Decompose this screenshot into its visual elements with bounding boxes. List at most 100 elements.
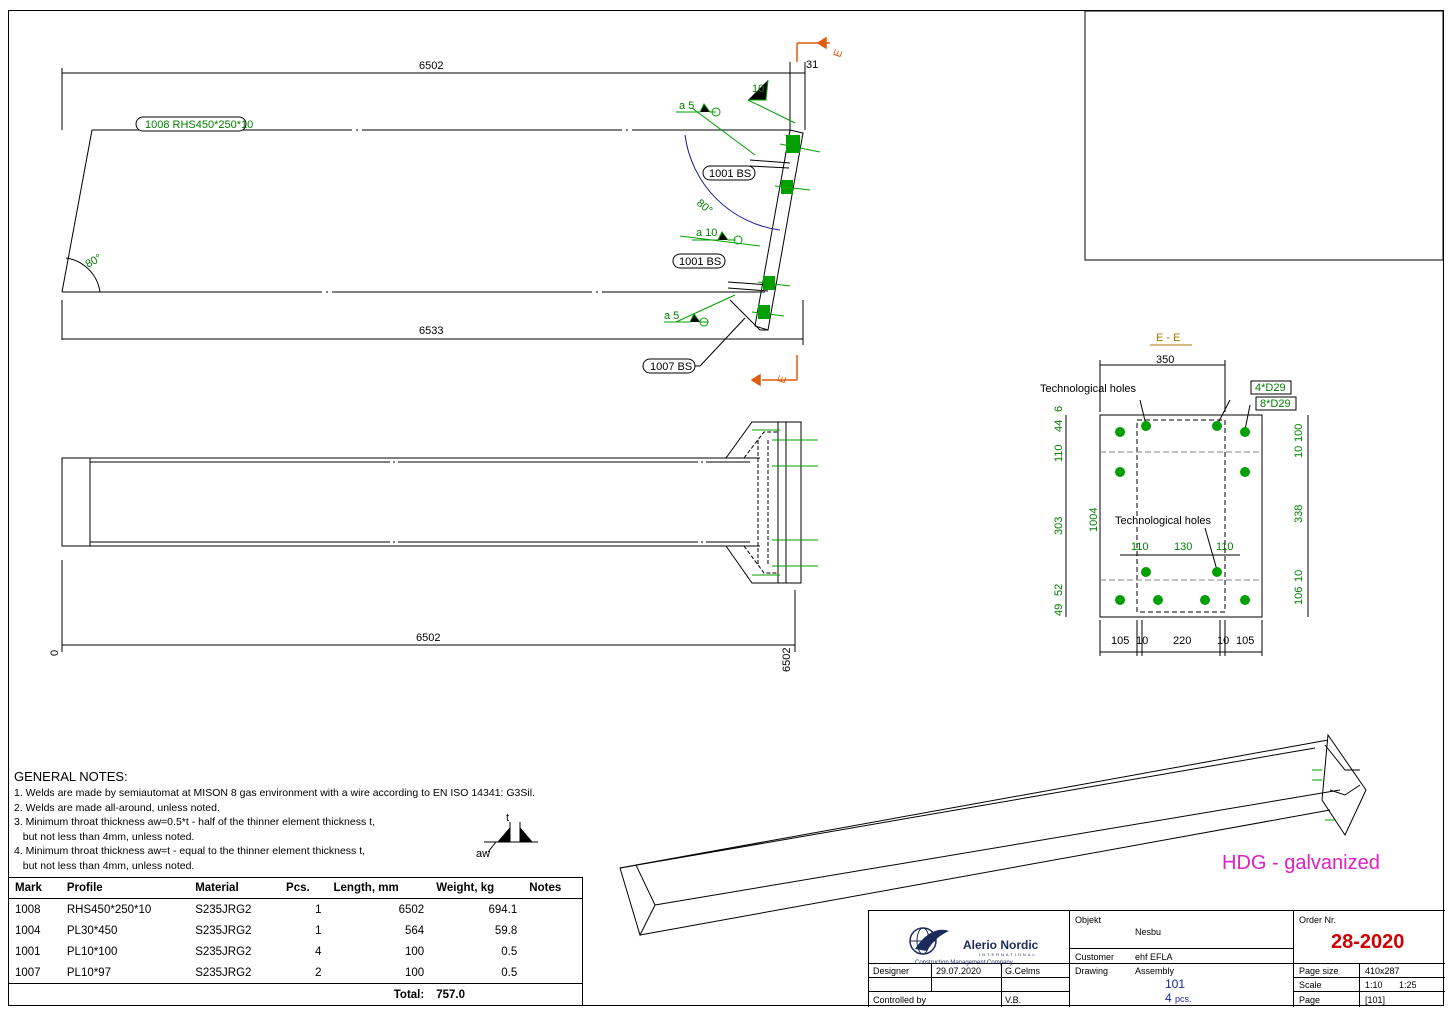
col-header: Notes bbox=[523, 877, 583, 899]
dim-right-338: 338 bbox=[1293, 505, 1305, 523]
table-row: 1008 RHS450*250*10 S235JRG2 1 6502 694.1 bbox=[9, 899, 583, 921]
part-1007: 1007 BS bbox=[650, 361, 692, 373]
total-row: Total: 757.0 bbox=[8, 983, 583, 1006]
cell-mark: 1004 bbox=[15, 924, 41, 937]
note-line: 2. Welds are made all-around, unless not… bbox=[14, 801, 220, 814]
scale-value-2: 1:25 bbox=[1399, 980, 1417, 990]
notes-title: GENERAL NOTES: bbox=[14, 769, 128, 784]
dim-total-length: 6502 bbox=[419, 60, 443, 72]
note-line: 3. Minimum throat thickness aw=0.5*t - h… bbox=[14, 816, 375, 828]
cell-profile: PL10*97 bbox=[66, 966, 111, 979]
dim-right-10a: 10 bbox=[1293, 446, 1305, 458]
dim-inner-110b: 110 bbox=[1216, 541, 1234, 553]
company-logo: Alerio Nordic INTERNATIONAL Construction… bbox=[891, 919, 1061, 966]
dim-left-6: 6 bbox=[1053, 406, 1065, 412]
dim-right-10b: 10 bbox=[1293, 570, 1305, 582]
cell-material: S235JRG2 bbox=[195, 945, 252, 958]
drawing-label: Drawing bbox=[1075, 966, 1109, 976]
cell-profile: PL30*450 bbox=[66, 924, 118, 937]
dim-left-110: 110 bbox=[1053, 444, 1065, 462]
revision-box bbox=[1084, 10, 1444, 261]
page-label: Page bbox=[1299, 995, 1321, 1005]
cell-pcs: 4 bbox=[315, 945, 322, 958]
front-view bbox=[61, 421, 802, 652]
cell-mark: 1008 bbox=[15, 903, 41, 916]
designer-name: G.Celms bbox=[1005, 966, 1041, 976]
customer-label: Customer bbox=[1075, 952, 1115, 962]
cell-material: S235JRG2 bbox=[195, 966, 252, 979]
table-header-row: Mark Profile Material Pcs. Length, mm We… bbox=[8, 877, 583, 899]
tech-holes-label-2: Technological holes bbox=[1115, 515, 1212, 527]
cell-notes bbox=[523, 899, 582, 921]
col-header: Length, mm bbox=[327, 877, 431, 899]
cell-weight: 0.5 bbox=[501, 945, 518, 958]
part-1001-lower: 1001 BS bbox=[679, 256, 721, 268]
weld-symbol-aw: aw bbox=[476, 848, 490, 860]
dim-left-303: 303 bbox=[1053, 517, 1065, 535]
part-1001-upper: 1001 BS bbox=[709, 168, 751, 180]
dim-left-49: 49 bbox=[1053, 604, 1065, 616]
dim-plate-offset: 31 bbox=[806, 59, 818, 71]
cell-pcs: 1 bbox=[315, 924, 322, 937]
note-line: but not less than 4mm, unless noted. bbox=[14, 830, 195, 843]
controlled-label: Controlled by bbox=[873, 995, 927, 1005]
cell-notes bbox=[523, 941, 582, 962]
page-value: [101] bbox=[1365, 995, 1386, 1005]
order-label: Order Nr. bbox=[1299, 915, 1337, 925]
table-row: 1001 PL10*100 S235JRG2 4 100 0.5 bbox=[9, 941, 583, 962]
cell-weight: 59.8 bbox=[494, 924, 518, 937]
weld-symbol-t: t bbox=[506, 812, 509, 824]
general-notes: GENERAL NOTES: 1. Welds are made by semi… bbox=[14, 769, 594, 873]
section-ee: E - E bbox=[1040, 332, 1309, 656]
total-notes bbox=[523, 983, 583, 1006]
dim-plate: 1004 bbox=[1088, 508, 1100, 532]
cell-mark: 1001 bbox=[15, 945, 41, 958]
objekt-value: Nesbu bbox=[1135, 927, 1162, 937]
section-markers bbox=[750, 36, 830, 387]
holes-8-label: 8*D29 bbox=[1260, 398, 1291, 410]
dim-left-52: 52 bbox=[1053, 584, 1065, 596]
weld-marks-front bbox=[752, 429, 818, 576]
dim-bot-10a: 10 bbox=[1136, 635, 1148, 647]
dim-right-106: 106 bbox=[1293, 587, 1305, 605]
cell-length: 100 bbox=[405, 966, 425, 979]
finish-note: HDG - galvanized bbox=[1222, 852, 1380, 874]
front-dim-end: 6502 bbox=[781, 648, 793, 672]
dim-width: 350 bbox=[1156, 354, 1174, 366]
dim-inner-110a: 110 bbox=[1131, 541, 1149, 553]
page-size-label: Page size bbox=[1299, 966, 1339, 976]
company-intl: INTERNATIONAL bbox=[979, 952, 1037, 957]
designer-date: 29.07.2020 bbox=[936, 966, 982, 976]
dim-inner-130: 130 bbox=[1174, 541, 1192, 553]
section-mark-bottom: E bbox=[776, 374, 790, 385]
drawing-number: 101 bbox=[1165, 977, 1186, 991]
section-title: E - E bbox=[1156, 332, 1180, 344]
cell-weight: 0.5 bbox=[501, 966, 518, 979]
controlled-name: V.B. bbox=[1005, 995, 1022, 1005]
cell-profile: RHS450*250*10 bbox=[66, 903, 152, 916]
cell-profile: PL10*100 bbox=[66, 945, 118, 958]
quantity-value: 4 pcs. bbox=[1165, 991, 1192, 1005]
col-header: Weight, kg bbox=[430, 877, 524, 899]
note-line: 1. Welds are made by semiautomat at MISO… bbox=[14, 787, 535, 799]
col-header: Pcs. bbox=[280, 877, 328, 899]
dim-left-44: 44 bbox=[1053, 420, 1065, 432]
isometric-view bbox=[619, 733, 1367, 937]
holes-4-label: 4*D29 bbox=[1255, 382, 1286, 394]
total-value: 757.0 bbox=[430, 983, 524, 1006]
cell-length: 6502 bbox=[398, 903, 425, 916]
cell-pcs: 2 bbox=[315, 966, 322, 979]
objekt-label: Objekt bbox=[1075, 915, 1102, 925]
globe-logo-icon bbox=[909, 927, 949, 955]
dim-bot-10b: 10 bbox=[1217, 635, 1229, 647]
cell-length: 100 bbox=[405, 945, 425, 958]
cell-weight: 694.1 bbox=[488, 903, 518, 916]
title-block: Alerio Nordic INTERNATIONAL Construction… bbox=[868, 910, 1445, 1007]
cell-material: S235JRG2 bbox=[195, 924, 252, 937]
cell-pcs: 1 bbox=[315, 903, 322, 916]
dim-bot-105b: 105 bbox=[1236, 635, 1254, 647]
dim-bot-220: 220 bbox=[1173, 635, 1191, 647]
table-row: 1007 PL10*97 S235JRG2 2 100 0.5 bbox=[9, 962, 583, 984]
scale-value-1: 1:10 bbox=[1365, 980, 1383, 990]
